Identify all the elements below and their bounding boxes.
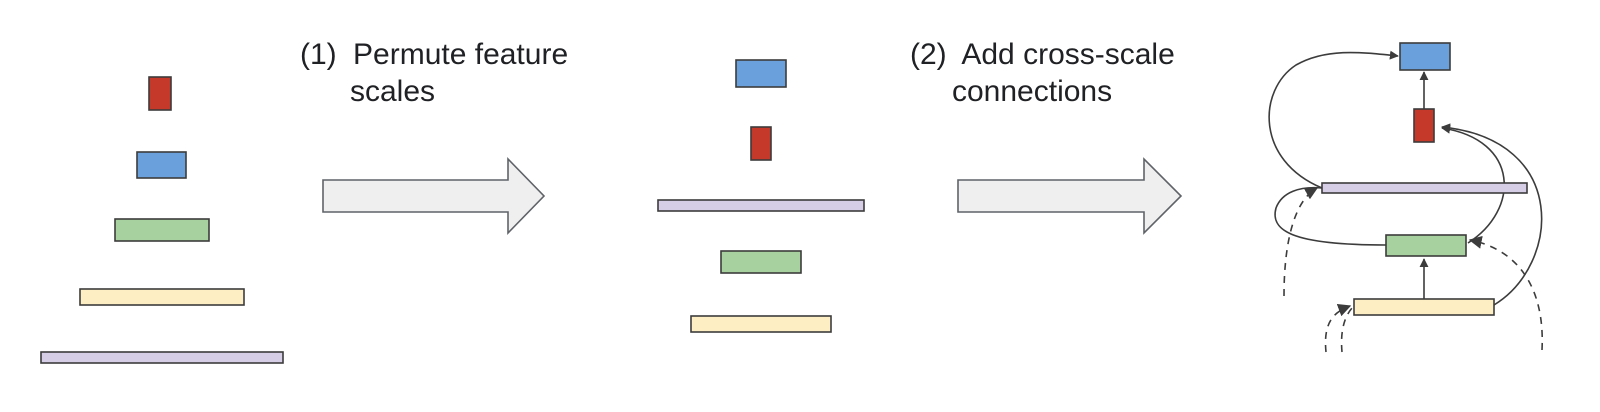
permuted-yellow-feature [690,315,832,333]
network-yellow-feature [1353,298,1495,316]
original-red-feature [148,76,172,111]
permuted-blue-feature [735,59,787,88]
original-lavender-feature [40,351,284,364]
original-green-feature [114,218,210,242]
network-lavender-feature [1321,182,1528,194]
network-red-feature [1413,108,1435,143]
step1-text-line2: scales [350,75,435,108]
step2-text-line1: Add cross-scale [961,38,1174,71]
connection-external-to-yellow-right [1340,307,1353,353]
step2-text-line2: connections [952,75,1112,108]
connection-external-to-yellow-left [1324,304,1352,353]
original-pyramid-panel [40,76,284,364]
connection-lavender-to-blue [1268,50,1399,189]
network-blue-feature [1399,42,1451,71]
original-blue-feature [136,151,187,179]
permuted-lavender-feature [657,199,865,212]
step1-label: (1) Permute feature [300,38,568,71]
permuted-red-feature [750,126,772,161]
original-yellow-feature [79,288,245,306]
step1-text-line1: Permute feature [353,38,568,71]
connection-green-to-lavender [1274,186,1387,246]
step1-arrow [322,157,546,235]
permuted-green-feature [720,250,802,274]
step1-number: (1) [300,38,337,71]
connection-green-to-red [1441,124,1505,244]
connection-external-to-lavender [1283,187,1319,297]
step2-label: (2) Add cross-scale [910,38,1175,71]
step2-number: (2) [910,38,947,71]
connection-yellow-to-red [1441,123,1543,306]
cross-scale-panel [1268,42,1543,353]
network-green-feature [1385,234,1467,257]
permuted-scales-panel [657,59,865,333]
connection-external-to-green [1468,235,1543,351]
step2-arrow [957,157,1183,235]
